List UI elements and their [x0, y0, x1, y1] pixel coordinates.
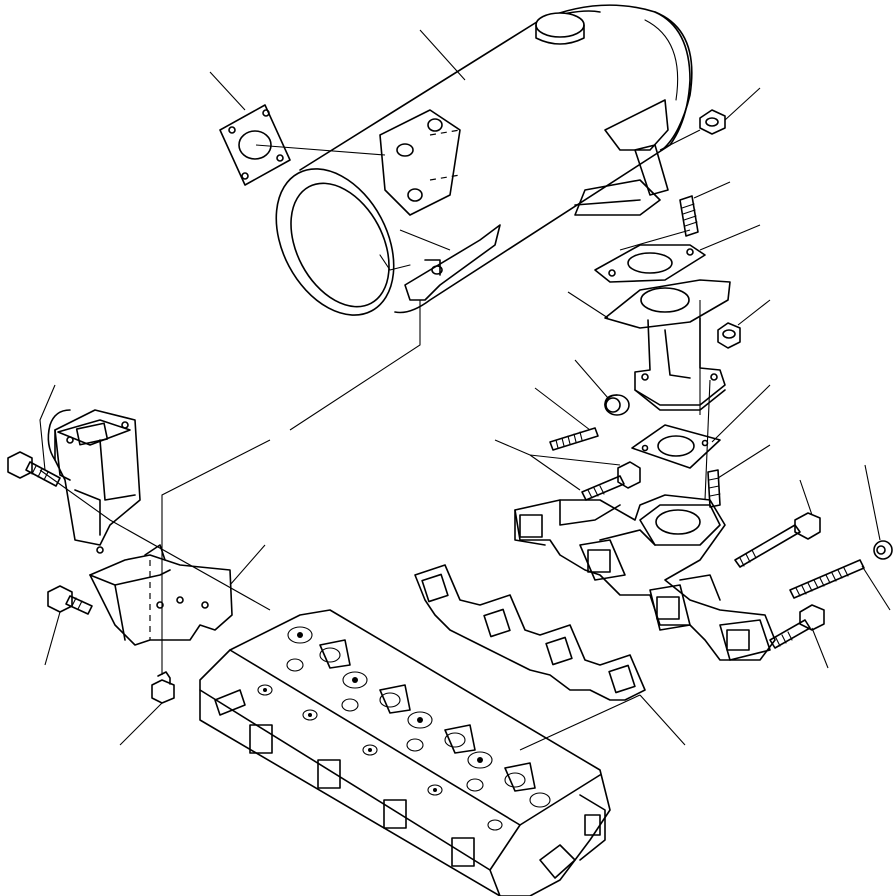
lower-bolt [770, 605, 828, 668]
intake-elbow [40, 385, 140, 553]
manifold-gasket [415, 565, 685, 750]
manifold-stud [535, 388, 598, 450]
exhaust-manifold [515, 495, 775, 660]
exhaust-elbow [568, 280, 730, 410]
muffler [252, 5, 691, 335]
leader-lines [290, 30, 710, 500]
muffler-stud [680, 182, 730, 236]
left-bolt [8, 452, 270, 610]
long-bolt [735, 480, 820, 567]
cylinder-head [200, 610, 610, 896]
washer [575, 360, 629, 415]
bracket-bolt [45, 586, 92, 665]
flange-stud [708, 445, 770, 507]
bracket-nut [120, 440, 270, 745]
right-washer [865, 465, 892, 559]
muffler-gasket [210, 72, 385, 185]
elbow-gasket [595, 225, 760, 282]
manifold-bolts [495, 440, 640, 500]
elbow-nut [718, 300, 770, 348]
manifold-gasket-flange [632, 385, 770, 468]
right-stud [790, 560, 890, 610]
bracket [90, 545, 265, 645]
muffler-nut [660, 88, 760, 150]
